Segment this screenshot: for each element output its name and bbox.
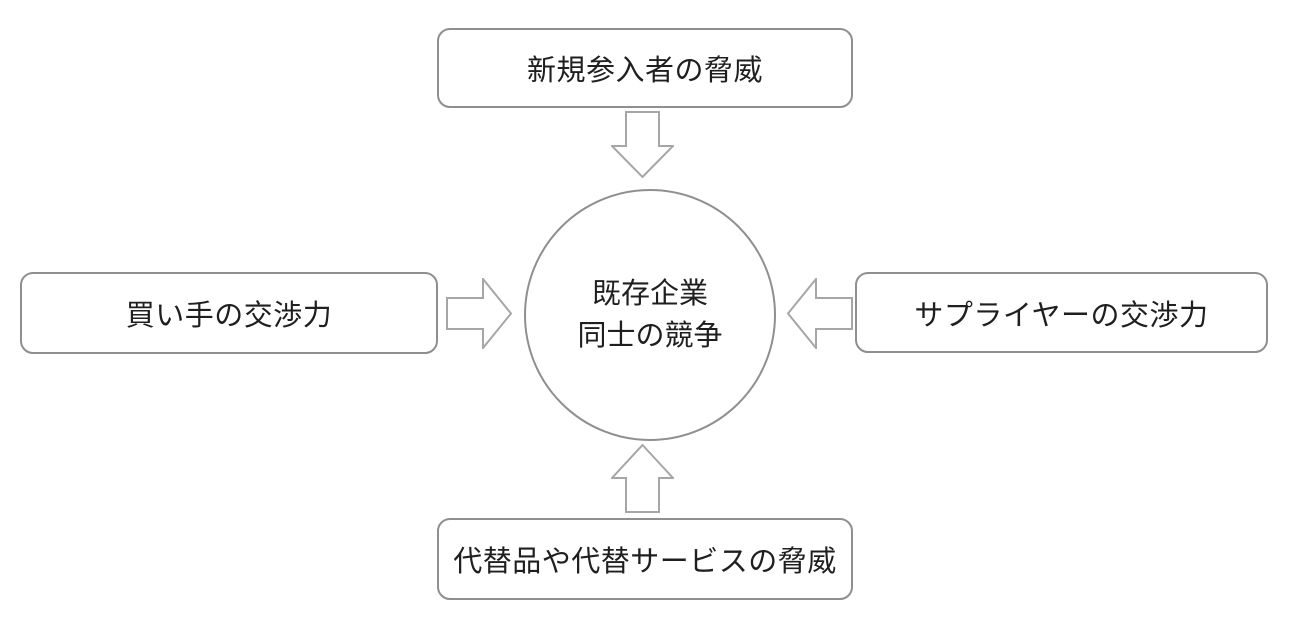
box-substitutes: 代替品や代替サービスの脅威 [437, 518, 853, 600]
box-substitutes-label: 代替品や代替サービスの脅威 [453, 546, 837, 578]
block-arrow-down-icon [611, 111, 674, 178]
box-new-entrants-label: 新規参入者の脅威 [526, 55, 763, 87]
box-buyers: 買い手の交渉力 [20, 272, 438, 354]
box-suppliers: サプライヤーの交渉力 [855, 272, 1268, 353]
box-new-entrants: 新規参入者の脅威 [437, 28, 853, 108]
center-circle-label-line2: 同士の競争 [577, 320, 723, 352]
center-circle-label-line1: 既存企業 [591, 277, 708, 310]
box-buyers-label: 買い手の交渉力 [125, 300, 333, 332]
box-suppliers-label: サプライヤーの交渉力 [914, 299, 1209, 332]
block-arrow-left-icon [787, 278, 853, 349]
block-arrow-right-icon [446, 278, 512, 349]
center-circle-rivalry: 既存企業 同士の競争 [524, 189, 776, 441]
block-arrow-up-icon [611, 444, 674, 513]
